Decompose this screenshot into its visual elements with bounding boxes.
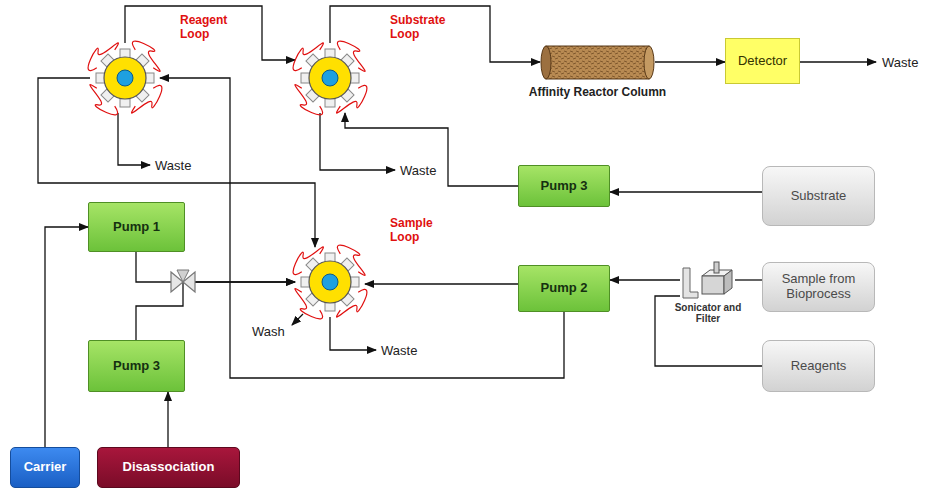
sonicator-box — [702, 276, 724, 294]
pump-box: Pump 2 — [518, 265, 610, 312]
pump-box: Pump 3 — [518, 165, 610, 207]
waste-label: Waste — [155, 158, 191, 173]
waste-line — [800, 61, 876, 62]
waste-line — [330, 317, 376, 350]
sonicator-side — [724, 270, 732, 294]
flow-line — [167, 392, 168, 447]
affinity-column: Affinity Reactor Column — [540, 45, 655, 80]
loop-label: Reagent Loop — [180, 14, 238, 42]
flow-line — [136, 252, 295, 282]
flow-line — [655, 296, 762, 366]
column-symbol — [540, 45, 655, 80]
waste-line — [320, 113, 395, 170]
flow-line — [655, 61, 725, 62]
sonicator-label: Sonicator and Filter — [668, 302, 748, 324]
mixing-valve — [171, 270, 195, 292]
valve-symbol — [295, 247, 365, 317]
rotary-valve: Sample Loop — [295, 247, 365, 317]
wash-label: Wash — [252, 324, 285, 339]
flow-line — [610, 279, 680, 280]
waste-label: Waste — [400, 163, 436, 178]
reservoir-box: Disassociation — [97, 447, 240, 488]
box-label: Pump 3 — [541, 179, 588, 194]
mixing-valve-top — [177, 270, 189, 282]
waste-label: Waste — [882, 55, 918, 70]
flow-line — [735, 279, 762, 280]
pump-box: Pump 3 — [88, 340, 185, 392]
flow-line — [125, 6, 295, 60]
waste-line — [118, 113, 150, 165]
flow-line — [45, 227, 88, 447]
valve-rotor — [309, 261, 351, 303]
box-label: Carrier — [24, 460, 67, 475]
valve-hub — [322, 274, 338, 290]
reservoir-box: Reagents — [762, 340, 875, 392]
column-end — [644, 46, 654, 79]
box-label: Pump 2 — [541, 281, 588, 296]
reservoir-box: Sample from Bioprocess — [762, 262, 875, 312]
carrier-box: Carrier — [10, 447, 80, 488]
valve-symbol — [90, 43, 160, 113]
detector-box: Detector — [725, 38, 800, 84]
valve-rotor — [104, 57, 146, 99]
valve-hub — [322, 70, 338, 86]
valve-symbol — [295, 43, 365, 113]
filter-tube — [683, 268, 698, 298]
flow-line — [610, 191, 762, 192]
box-label: Substrate — [791, 189, 847, 204]
valve-hub — [117, 70, 133, 86]
loop-label: Substrate Loop — [390, 14, 448, 42]
column-end — [541, 46, 551, 79]
sonicator-symbol — [680, 262, 735, 300]
box-label: Pump 3 — [113, 359, 160, 374]
flow-line — [345, 113, 518, 186]
wash-line — [292, 314, 303, 325]
flow-line — [160, 78, 564, 378]
flow-line — [136, 282, 295, 340]
sonicator-probe — [714, 262, 719, 273]
sonicator-filter: Sonicator and Filter — [680, 262, 735, 300]
box-label: Disassociation — [123, 460, 215, 475]
rotary-valve: Substrate Loop — [295, 43, 365, 113]
column-label: Affinity Reactor Column — [529, 85, 666, 99]
flow-line — [330, 6, 540, 62]
box-label: Detector — [738, 54, 787, 69]
column-body — [546, 46, 649, 79]
reservoir-box: Substrate — [762, 166, 875, 226]
box-label: Sample from Bioprocess — [769, 272, 868, 302]
pump-box: Pump 1 — [88, 202, 185, 252]
flow-line — [365, 283, 518, 284]
loop-label: Sample Loop — [390, 217, 448, 245]
rotary-valve: Reagent Loop — [90, 43, 160, 113]
valve-rotor — [309, 57, 351, 99]
box-label: Reagents — [791, 359, 847, 374]
box-label: Pump 1 — [113, 220, 160, 235]
waste-label: Waste — [381, 343, 417, 358]
